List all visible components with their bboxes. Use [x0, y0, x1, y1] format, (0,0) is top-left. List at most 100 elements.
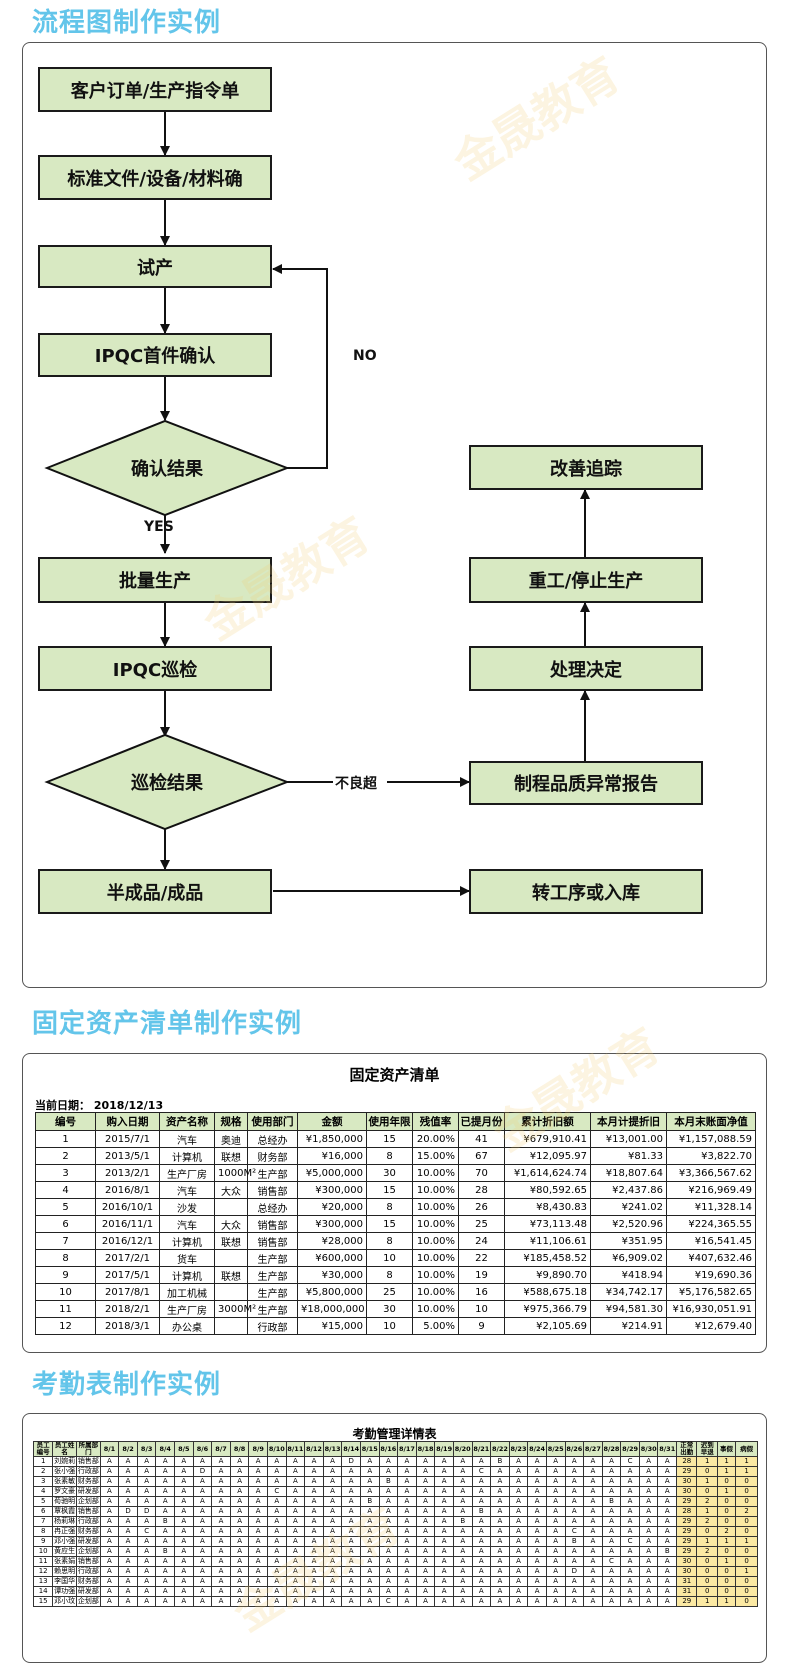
table-cell: 10 [366, 1317, 413, 1335]
attendance-mark: A [583, 1466, 603, 1477]
asset-card: 固定资产清单 当前日期： 2018/12/13 编号购入日期资产名称规格使用部门… [22, 1018, 767, 1353]
count-late: 0 [696, 1586, 718, 1597]
table-cell: ¥3,822.70 [666, 1147, 756, 1165]
attendance-mark: A [118, 1586, 138, 1597]
attendance-mark: A [155, 1496, 176, 1507]
attendance-mark: A [248, 1566, 268, 1577]
header-day: 8/14 [341, 1441, 361, 1457]
attendance-mark: A [583, 1456, 603, 1467]
attendance-mark: A [638, 1516, 659, 1527]
attendance-mark: A [341, 1506, 361, 1517]
table-cell: 销售部 [247, 1215, 298, 1233]
attendance-mark: A [99, 1466, 120, 1477]
table-cell: 奥迪 [214, 1130, 248, 1148]
attendance-mark: A [359, 1536, 380, 1547]
count-normal: 31 [676, 1576, 698, 1587]
employee-name: 杨莉琳 [52, 1516, 77, 1527]
attendance-mark: A [341, 1536, 361, 1547]
arrow-no-loop [272, 264, 328, 469]
count-leave: 1 [716, 1556, 737, 1567]
count-leave: 0 [716, 1576, 737, 1587]
table-cell: ¥73,113.48 [504, 1215, 591, 1233]
attendance-mark: A [192, 1576, 213, 1587]
attendance-mark: B [601, 1496, 622, 1507]
attendance-mark: A [248, 1496, 268, 1507]
attendance-mark: A [341, 1516, 361, 1527]
attendance-mark: A [155, 1566, 176, 1577]
table-cell: ¥16,541.45 [666, 1232, 756, 1250]
employee-no: 6 [32, 1506, 54, 1517]
diamond-patrol-shape [44, 733, 290, 831]
attendance-mark: A [527, 1596, 547, 1607]
attendance-mark: A [341, 1476, 361, 1487]
header-day: 8/6 [192, 1441, 213, 1457]
attendance-mark: B [564, 1536, 585, 1547]
attendance-mark: A [508, 1496, 529, 1507]
attendance-mark: A [285, 1466, 306, 1477]
attendance-mark: A [415, 1496, 436, 1507]
attendance-mark: A [304, 1466, 324, 1477]
attendance-mark: A [229, 1526, 250, 1537]
attendance-mark: A [378, 1506, 399, 1517]
table-cell: 30 [366, 1164, 413, 1182]
table-cell: 20.00% [412, 1130, 459, 1148]
table-cell: 8 [366, 1266, 413, 1284]
attendance-mark: A [527, 1466, 547, 1477]
attendance-mark: B [155, 1546, 176, 1557]
attendance-mark: A [620, 1546, 640, 1557]
header-day: 8/8 [229, 1441, 250, 1457]
table-cell: ¥18,000,000 [297, 1300, 367, 1318]
attendance-mark: A [545, 1596, 566, 1607]
step-decision: 处理决定 [469, 646, 703, 691]
employee-department: 财务部 [76, 1526, 101, 1537]
attendance-mark: A [434, 1566, 454, 1577]
attendance-mark: A [490, 1576, 510, 1587]
attendance-mark: A [508, 1476, 529, 1487]
employee-name: 邓小玟 [52, 1596, 77, 1607]
attendance-mark: A [359, 1586, 380, 1597]
count-leave: 1 [716, 1536, 737, 1547]
attendance-mark: A [99, 1596, 120, 1607]
attendance-mark: A [638, 1586, 659, 1597]
attendance-mark: A [415, 1486, 436, 1497]
attendance-mark: A [174, 1506, 194, 1517]
table-cell: 26 [458, 1198, 505, 1216]
attendance-mark: A [434, 1596, 454, 1607]
attendance-mark: A [490, 1506, 510, 1517]
attendance-mark: A [452, 1566, 473, 1577]
step-improve: 改善追踪 [469, 445, 703, 490]
attendance-mark: A [229, 1456, 250, 1467]
count-normal: 29 [676, 1536, 698, 1547]
attendance-mark: A [248, 1536, 268, 1547]
table-cell: ¥1,614,624.74 [504, 1164, 591, 1182]
attendance-mark: A [211, 1566, 231, 1577]
attendance-mark: A [341, 1556, 361, 1567]
attendance-mark: B [359, 1496, 380, 1507]
attendance-mark: A [471, 1576, 492, 1587]
count-leave: 0 [716, 1506, 737, 1517]
table-cell: 生产部 [247, 1283, 298, 1301]
count-sick: 1 [735, 1566, 758, 1577]
attendance-mark: A [638, 1466, 659, 1477]
attendance-mark: A [583, 1576, 603, 1587]
attendance-mark: A [508, 1526, 529, 1537]
table-cell: ¥34,742.17 [590, 1283, 667, 1301]
attendance-mark: A [211, 1496, 231, 1507]
count-sick: 2 [735, 1506, 758, 1517]
table-cell: 9 [458, 1317, 505, 1335]
table-cell: 计算机 [159, 1266, 215, 1284]
attendance-mark: A [545, 1536, 566, 1547]
employee-name: 谭功强 [52, 1586, 77, 1597]
attendance-mark: A [99, 1566, 120, 1577]
employee-name: 冉正强 [52, 1526, 77, 1537]
attendance-mark: A [155, 1596, 176, 1607]
employee-no: 5 [32, 1496, 54, 1507]
table-cell: 10.00% [412, 1164, 459, 1182]
table-cell: ¥407,632.46 [666, 1249, 756, 1267]
table-cell: 10.00% [412, 1232, 459, 1250]
attendance-mark: C [601, 1556, 622, 1567]
table-cell: 货车 [159, 1249, 215, 1267]
count-normal: 31 [676, 1586, 698, 1597]
attendance-mark: A [304, 1536, 324, 1547]
